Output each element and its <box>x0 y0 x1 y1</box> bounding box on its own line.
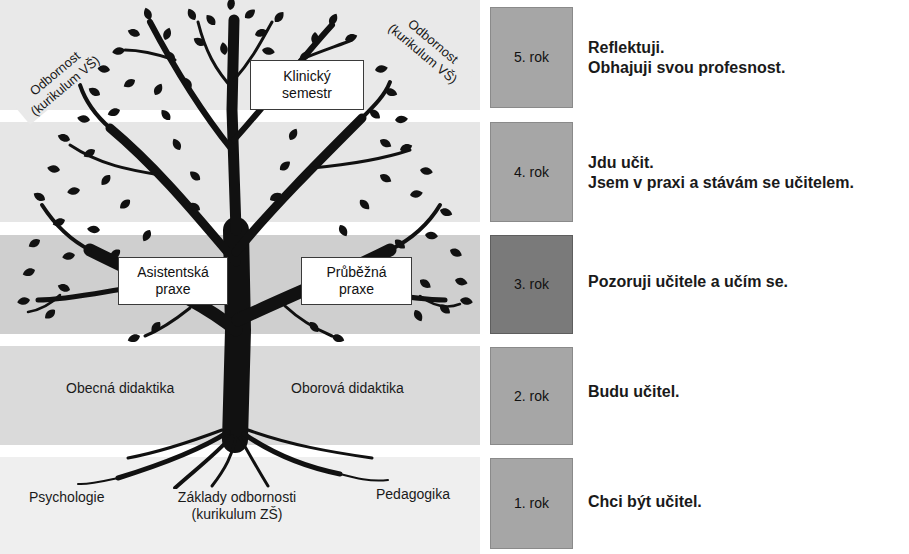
year-box: 5. rok <box>490 7 573 108</box>
practice-box: Průběžná praxe <box>301 257 412 305</box>
tree-roots <box>78 430 388 488</box>
subject-label: Oborová didaktika <box>288 380 407 397</box>
box-text: Asistentská praxe <box>125 264 221 298</box>
year-motto: Jsem v praxi a stávám se učitelem. <box>585 173 857 192</box>
year-box: 4. rok <box>490 122 573 222</box>
box-text: 4. rok <box>514 164 549 181</box>
subject-label: Základy odbornosti (kurikulum ZŠ) <box>159 489 315 523</box>
year-motto: Reflektuji. <box>585 38 667 57</box>
box-text: 1. rok <box>514 495 549 512</box>
practice-box: Klinický semestr <box>250 60 364 110</box>
tree-branches <box>28 20 460 440</box>
year-box: 2. rok <box>490 347 573 445</box>
subject-label: Psychologie <box>26 489 108 506</box>
box-text: Průběžná praxe <box>308 264 405 298</box>
box-text: Klinický semestr <box>257 68 357 102</box>
year-motto: Chci být učitel. <box>585 492 705 511</box>
box-text: 3. rok <box>514 276 549 293</box>
box-text: 5. rok <box>514 49 549 66</box>
year-box: 3. rok <box>490 235 573 334</box>
year-motto: Budu učitel. <box>585 382 683 401</box>
year-box: 1. rok <box>490 458 573 549</box>
box-text: 2. rok <box>514 388 549 405</box>
year-motto: Obhajuji svou profesnost. <box>585 58 788 77</box>
subject-label: Pedagogika <box>373 486 453 503</box>
year-band <box>0 457 480 554</box>
practice-box: Asistentská praxe <box>118 257 228 305</box>
year-motto: Pozoruji učitele a učím se. <box>585 272 791 291</box>
year-motto: Jdu učit. <box>585 153 657 172</box>
subject-label: Obecná didaktika <box>63 380 177 397</box>
